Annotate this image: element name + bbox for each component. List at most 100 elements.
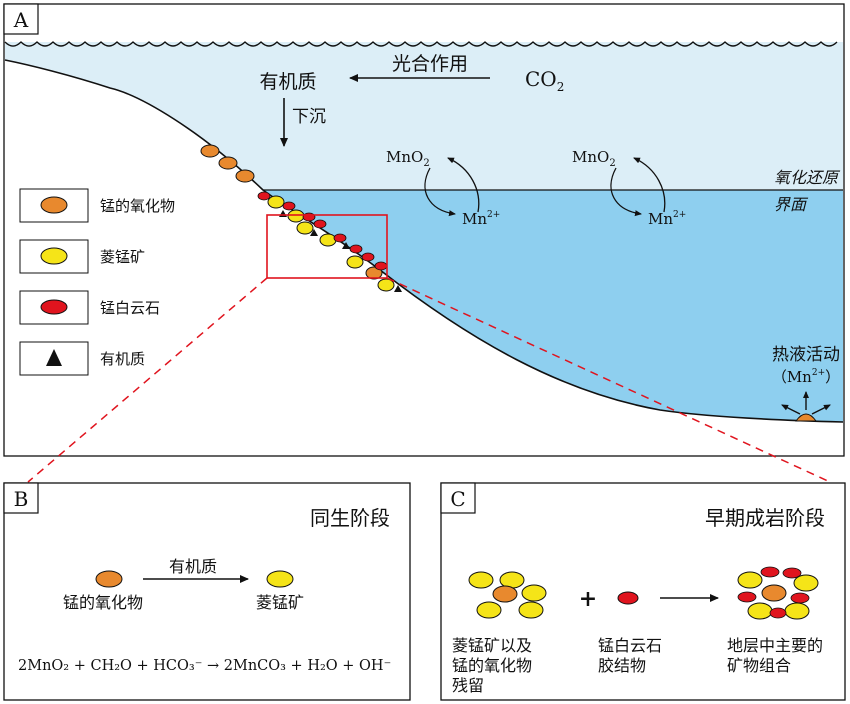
upper-water [5,42,843,190]
mn-oxide-grain [95,570,123,588]
mn-cycle-arrow-up-1 [447,157,480,213]
rhodochrosite-grain [287,209,305,223]
hydrothermal-label: 热液活动 [772,345,840,365]
legend-label-organic-matter: 有机质 [100,350,145,368]
mn-oxide-grain [365,266,383,280]
mno2-label-1: MnO2 [386,148,430,169]
residual-mineral-cluster [468,571,547,619]
mn-oxide-grain [492,585,518,603]
redox-interface-label: 氧化还原 [774,168,841,187]
zoom-connector-left [27,277,268,483]
group2-label-line1: 锰白云石 [598,636,662,655]
rhodochrosite-grain [521,584,547,602]
organic-matter-triangle [279,210,287,217]
water-surface [4,41,838,47]
mn-dolomite-grain [313,219,327,229]
hydrothermal-mn-label: （Mn2+） [772,368,840,386]
rhodochrosite-grain [747,602,773,620]
vent-arrow-right [811,404,831,415]
organic-matter-triangle [342,242,350,249]
rhodochrosite-grain [518,601,544,619]
legend-label-rhodochrosite: 菱锰矿 [100,248,145,266]
mn-dolomite-grain [769,607,787,619]
panel-c-label: C [450,487,465,511]
panel-a-label-box [3,3,39,35]
mn-dolomite-grain [782,567,802,579]
panel-c-label-box [440,482,476,514]
panel-a-frame [3,3,845,457]
group3-label-line2: 矿物组合 [727,656,791,675]
rhodochrosite-grain [737,571,763,589]
mn-cycle-arrow-up-2 [633,157,666,213]
rhodochrosite-grain [296,221,314,235]
mn-dolomite-grain [617,591,639,605]
final-mineral-assemblage [737,566,819,620]
zoom-connector-right [386,277,831,483]
rhodochrosite-grain [346,255,364,269]
mn-oxide-grain [761,584,787,602]
mn-dolomite-grain [282,201,296,211]
panel-b-title: 同生阶段 [310,506,390,530]
organic-matter-triangle [394,285,402,292]
rhodochrosite-grain [319,233,337,247]
rhodochrosite-grain [476,601,502,619]
group3-label-line1: 地层中主要的 [727,636,823,655]
rhodochrosite-grain [266,570,294,588]
mn-dolomite-grain [760,566,780,578]
lower-water [263,190,843,422]
rhodochrosite-grain [267,195,285,209]
rhodochrosite-grain [784,602,810,620]
rhodochrosite-grain [793,574,819,592]
hydrothermal-vent [795,413,817,422]
mn2-label-1: Mn2+ [462,210,500,228]
mno2-label-2: MnO2 [572,148,616,169]
panel-a-label: A [13,8,29,32]
group2-label-line2: 胶结物 [598,656,646,675]
legend-label-mn-oxide: 锰的氧化物 [100,197,175,215]
organic-matter-label: 有机质 [259,71,316,93]
organic-matter-triangle [310,229,318,236]
mn-cycle-arrow-down-2 [610,167,642,217]
legend-mn-oxide-symbol [40,196,68,214]
panel-c-title: 早期成岩阶段 [705,506,825,530]
mn-dolomite-grain [374,261,388,271]
mn-dolomite-grain [790,592,810,604]
sinking-label: 下沉 [292,107,326,127]
panel-b-left-label: 锰的氧化物 [63,593,143,612]
rhodochrosite-grain [377,278,395,292]
mn-dolomite-grain [349,244,363,254]
mn2-label-2: Mn2+ [648,210,686,228]
legend-organic-matter-symbol [46,349,62,366]
photosynthesis-label: 光合作用 [392,53,468,75]
redox-interface-label-2: 界面 [774,195,809,214]
legend: 锰的氧化物 菱锰矿 锰白云石 有机质 [19,188,175,376]
mn-dolomite-grain [361,252,375,262]
rhodochrosite-grain [468,571,494,589]
zoom-box [266,214,388,279]
mn-oxide-grain [200,144,220,158]
panel-b-label-box [3,482,39,514]
reaction-equation: 2MnO₂ + CH₂O + HCO₃⁻ → 2MnCO₃ + H₂O + OH… [18,658,391,674]
co2-label: CO2 [525,67,564,94]
reaction-arrow-label: 有机质 [169,557,217,576]
mn-dolomite-grain [257,191,271,201]
legend-label-mn-dolomite: 锰白云石 [100,299,160,317]
plus-sign: + [579,586,597,612]
mn-oxide-grain [218,156,238,170]
mn-dolomite-grain [302,212,316,222]
vent-arrow-left [781,404,801,415]
panel-a: A 有机质 光合作用 CO2 下沉 氧化还原 界面 MnO2 Mn2+ MnO2… [3,3,845,457]
panel-b-label: B [14,487,29,511]
legend-mn-dolomite-symbol [40,299,68,315]
mn-oxide-grain [235,169,255,183]
mn-cycle-arrow-down-1 [424,167,456,217]
legend-rhodochrosite-symbol [40,247,68,265]
group1-label-line2: 锰的氧化物 [452,656,532,675]
group1-label-line1: 菱锰矿以及 [452,636,532,655]
panel-b: B 同生阶段 有机质 锰的氧化物 菱锰矿 2MnO₂ + CH₂O + HCO₃… [3,482,411,701]
group1-label-line3: 残留 [452,676,484,695]
panel-c: C 早期成岩阶段 菱锰矿以及 锰的氧化物 残留 + 锰白云石 胶结物 [440,482,846,701]
panel-b-frame [3,482,411,701]
slope-grains [200,144,402,292]
